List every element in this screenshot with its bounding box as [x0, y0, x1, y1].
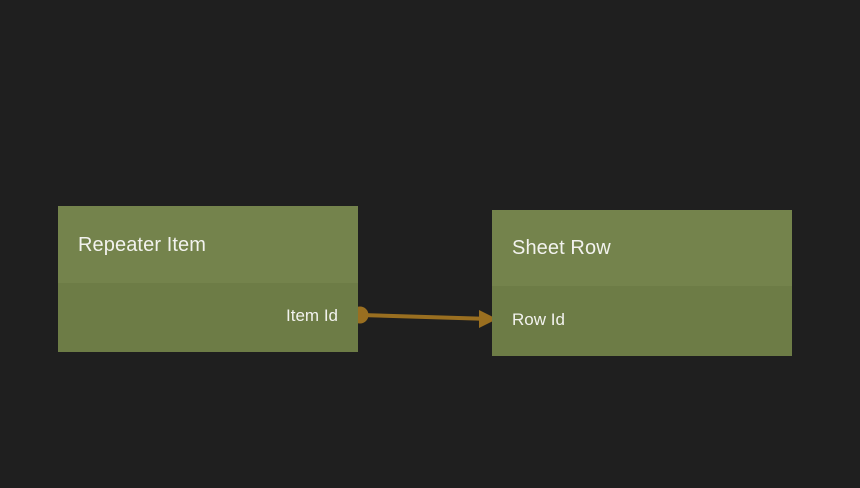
entity-fields-repeater-item: Item Id — [58, 283, 358, 352]
entity-title-repeater-item: Repeater Item — [58, 206, 358, 283]
entity-card-sheet-row[interactable]: Sheet Row Row Id — [492, 210, 792, 356]
entity-title-sheet-row: Sheet Row — [492, 210, 792, 286]
entity-field-row-id[interactable]: Row Id — [512, 309, 565, 329]
entity-card-repeater-item[interactable]: Repeater Item Item Id — [58, 206, 358, 352]
entity-field-item-id[interactable]: Item Id — [286, 305, 338, 325]
entity-fields-sheet-row: Row Id — [492, 286, 792, 356]
relationship-item-id-to-row-id[interactable] — [351, 306, 498, 329]
relationship-line — [359, 313, 492, 321]
